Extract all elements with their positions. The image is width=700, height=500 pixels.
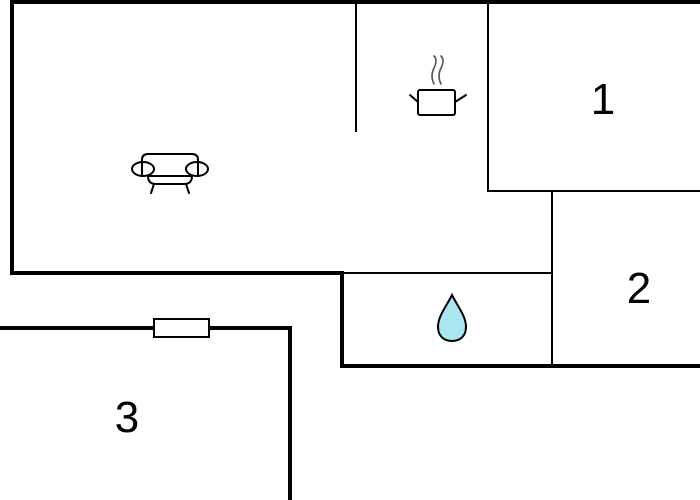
- cooking-pot-icon: [409, 55, 467, 116]
- room-3-walls: [0, 326, 292, 500]
- room-1-walls: [487, 1, 700, 192]
- room-1-label: 1: [591, 75, 615, 124]
- room-2-label: 2: [627, 264, 651, 313]
- water-drop-icon: [436, 292, 468, 343]
- sofa-icon: [131, 153, 209, 194]
- window-icon: [153, 318, 210, 338]
- room-3-label: 3: [115, 393, 139, 442]
